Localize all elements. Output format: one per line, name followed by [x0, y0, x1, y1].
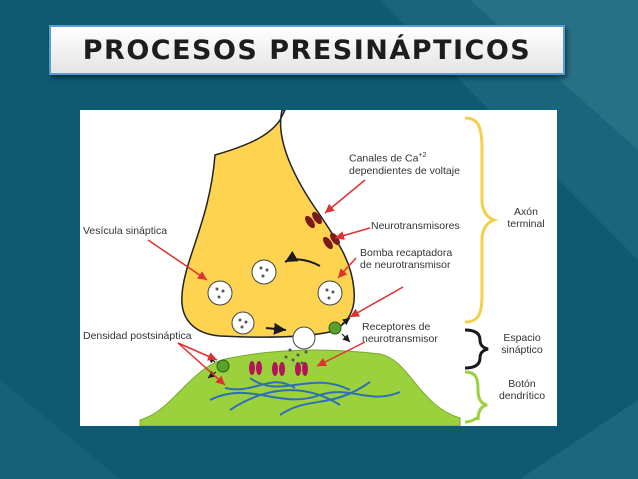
reuptake-pump-postsynaptic	[216, 359, 230, 373]
axon-label-line2: terminal	[507, 218, 545, 230]
pump-label-line1: Bomba recaptadora	[360, 247, 453, 259]
postsynaptic-receptors	[249, 361, 308, 376]
exocytosis-arrow	[265, 322, 287, 335]
axon-terminal-bracket	[464, 116, 499, 324]
synaptic-cleft-bracket	[464, 328, 489, 370]
calcium-superscript: +2	[418, 152, 427, 159]
title-banner: PROCESOS PRESINÁPTICOS	[49, 25, 565, 75]
reuptake-pump-presynaptic	[328, 321, 342, 335]
dendritic-button-bracket	[464, 370, 488, 424]
pump-label-line2: de neurotransmisor	[360, 259, 451, 271]
slide-title: PROCESOS PRESINÁPTICOS	[82, 34, 532, 66]
axon-label-line1: Axón	[514, 206, 538, 218]
label-arrows	[147, 179, 404, 386]
receptors-label-line2: neurotransmisor	[362, 333, 438, 345]
synapse-diagram-panel: Canales de Ca+2 dependientes de voltaje …	[80, 110, 557, 426]
dendrite-filaments	[209, 377, 401, 416]
button-label-line1: Botón	[508, 378, 536, 390]
dendritic-button-shape	[139, 349, 461, 426]
released-neurotransmitters	[284, 348, 308, 365]
cleft-label-line1: Espacio	[503, 332, 541, 344]
dendritic-button-label: Botón dendrítico	[492, 378, 552, 402]
density-label: Densidad postsináptica	[83, 330, 192, 342]
neurotransmitters-label: Neurotransmisores	[371, 220, 460, 232]
cleft-label-line2: sináptico	[501, 344, 543, 356]
receptors-label: Receptores de neurotransmisor	[362, 321, 438, 345]
synapse-diagram	[139, 110, 499, 426]
calcium-channels-label: Canales de Ca+2 dependientes de voltaje	[349, 150, 460, 177]
vesicle-contents	[215, 266, 335, 329]
vesicle-label: Vesícula sináptica	[83, 225, 168, 237]
axon-terminal-label: Axón terminal	[498, 206, 554, 230]
calcium-label-line2: dependientes de voltaje	[349, 164, 460, 177]
synaptic-vesicles	[207, 259, 343, 335]
recycle-arrow	[284, 250, 321, 267]
calcium-label-line1: Canales de Ca	[349, 152, 419, 165]
button-label-line2: dendrítico	[498, 390, 546, 402]
fusing-vesicle	[292, 326, 316, 350]
reuptake-pump-label: Bomba recaptadora de neurotransmisor	[360, 247, 452, 271]
synaptic-cleft-label: Espacio sináptico	[492, 332, 552, 356]
receptors-label-line1: Receptores de	[362, 321, 431, 333]
